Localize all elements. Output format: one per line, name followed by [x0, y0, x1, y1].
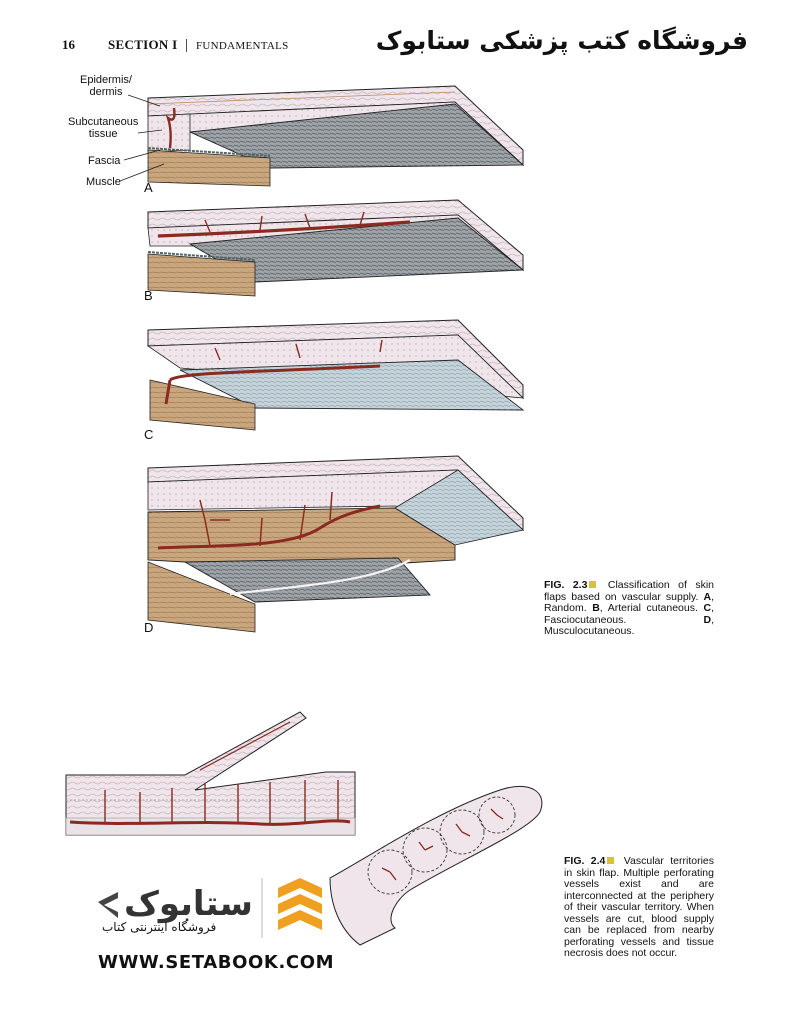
panel-a-illustration: [147, 85, 525, 187]
page-number: 16: [62, 37, 75, 52]
caption-marker-icon: [589, 581, 597, 588]
panel-letter-a: A: [144, 180, 153, 195]
figure-2-3-caption: FIG. 2.3 Classification of skin flaps ba…: [544, 579, 714, 638]
caption-item-letter: A: [703, 590, 712, 603]
panel-letter-d: D: [144, 620, 154, 635]
figure-2-4-left-illustration: [65, 711, 356, 836]
figure-2-3-number: FIG. 2.3: [544, 579, 588, 591]
setabook-logo: ستابوک: [98, 878, 322, 938]
caption-marker-icon: [607, 857, 615, 864]
caption-item-text: , Random.: [544, 590, 714, 614]
label-subcutaneous-tissue: Subcutaneous tissue: [68, 116, 139, 140]
figure-2-4-number: FIG. 2.4: [564, 855, 606, 867]
label-epidermis-dermis: Epidermis/ dermis: [80, 74, 132, 98]
figure-2-4-caption: FIG. 2.4 Vascular territories in skin fl…: [564, 855, 715, 960]
caption-item-text: , Musculocutaneous.: [544, 613, 714, 637]
section-label: SECTION I: [108, 37, 178, 52]
section-title: FUNDAMENTALS: [195, 40, 289, 52]
panel-letter-b: B: [144, 288, 153, 303]
store-title: فروشگاه کتب پزشکی ستابوک: [375, 26, 748, 55]
figure-2-4-caption-text: Vascular territories in skin flap. Multi…: [564, 855, 715, 959]
caption-item-text: , Arterial cutaneous.: [599, 602, 704, 614]
caption-item-letter: B: [592, 602, 600, 614]
svg-text:ستابوک: ستابوک: [124, 884, 253, 924]
caption-item-letter: C: [703, 602, 712, 614]
figure-2-4-right-illustration: [329, 785, 543, 946]
panel-letter-c: C: [144, 427, 154, 442]
caption-item-text: , Fasciocutaneous.: [544, 602, 714, 626]
panel-d-illustration: [147, 455, 525, 633]
caption-item-letter: D: [703, 613, 712, 626]
label-muscle: Muscle: [86, 176, 121, 188]
website-link[interactable]: WWW.SETABOOK.COM: [98, 952, 335, 973]
panel-c-illustration: [146, 319, 525, 431]
figure-2-3-caption-text: Classification of skin flaps based on va…: [544, 579, 714, 603]
store-subtitle: فروشگاه اینترنتی کتاب: [102, 920, 217, 934]
panel-b-illustration: [147, 199, 525, 297]
label-fascia: Fascia: [88, 155, 121, 167]
running-header: SECTION I | FUNDAMENTALS: [108, 37, 289, 53]
